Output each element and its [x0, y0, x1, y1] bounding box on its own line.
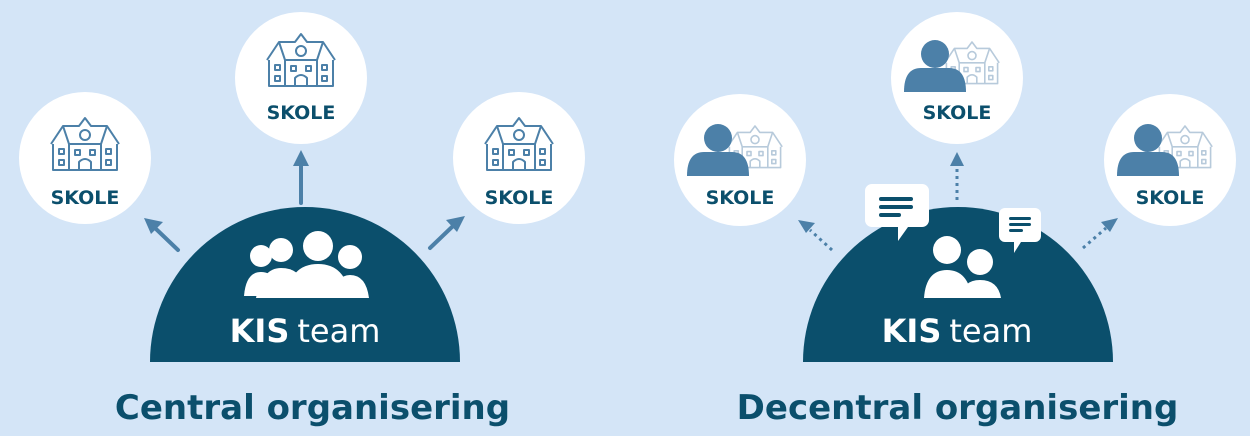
school-label: SKOLE: [267, 102, 336, 124]
school-node: SKOLE: [1104, 94, 1236, 226]
school-label: SKOLE: [923, 102, 992, 124]
school-node: SKOLE: [891, 12, 1023, 144]
central-caption: Central organisering: [114, 388, 511, 428]
school-label: SKOLE: [485, 187, 554, 209]
school-node: SKOLE: [19, 92, 151, 224]
group-of-people-icon: [244, 231, 369, 298]
arrow-dotted-icon: [798, 220, 834, 252]
group-of-people-icon: [924, 236, 1001, 298]
school-label: SKOLE: [1136, 187, 1205, 209]
chat-bubble-icon: [999, 208, 1041, 253]
school-node: SKOLE: [235, 12, 367, 144]
school-node: SKOLE: [453, 92, 585, 224]
chat-bubble-icon: [865, 184, 929, 241]
arrow-solid-icon: [293, 150, 309, 205]
arrow-dotted-icon: [950, 152, 964, 200]
school-label: SKOLE: [51, 187, 120, 209]
team-rest-text: team: [949, 312, 1032, 350]
team-bold-text: KIS: [882, 312, 942, 350]
arrow-solid-icon: [144, 218, 180, 252]
team-rest-text: team: [297, 312, 380, 350]
team-bold-text: KIS: [230, 312, 290, 350]
school-node: SKOLE: [674, 94, 806, 226]
arrow-dotted-icon: [1082, 218, 1118, 250]
decentral-caption: Decentral organisering: [736, 388, 1179, 428]
arrow-solid-icon: [428, 216, 465, 250]
school-label: SKOLE: [706, 187, 775, 209]
